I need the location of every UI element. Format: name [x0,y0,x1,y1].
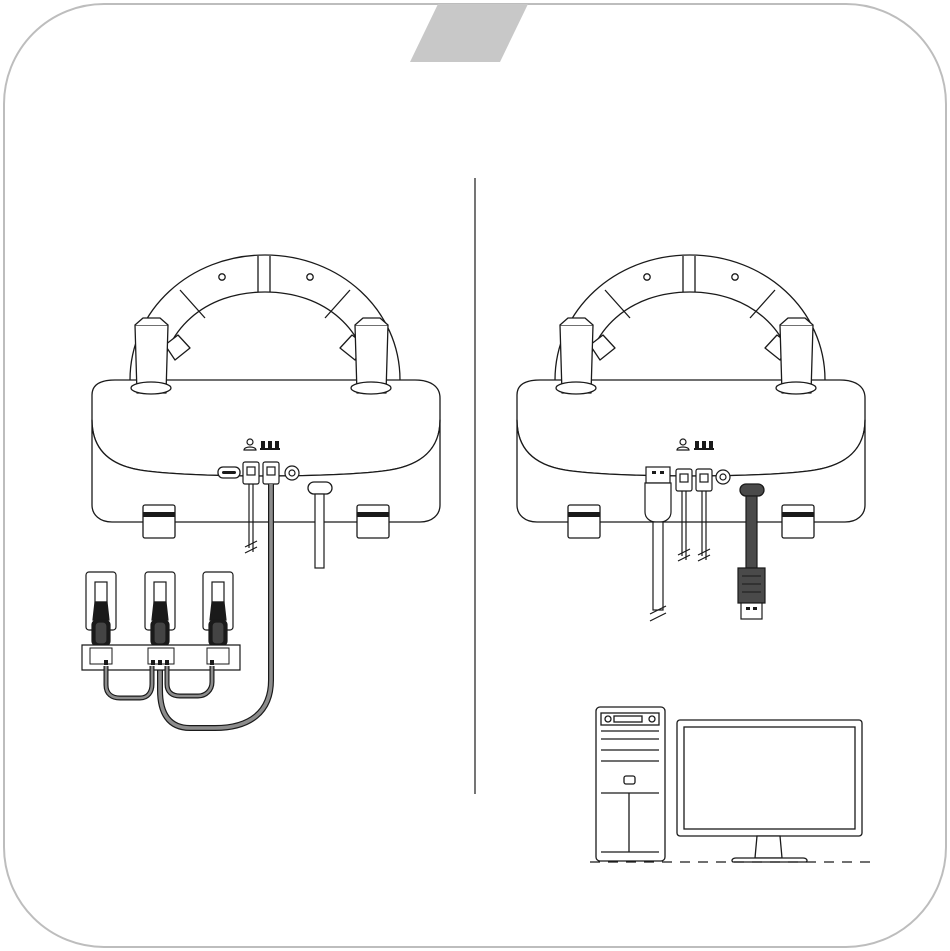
shifter-port [263,462,279,484]
shifter-port [696,469,712,491]
pedal-port [676,469,692,491]
headset-jack [716,470,730,484]
pedals-icon [260,441,280,450]
headset-jack [285,466,299,480]
pedal-port [243,462,259,484]
pedals-icon [694,441,714,450]
pc-tower [596,707,665,861]
